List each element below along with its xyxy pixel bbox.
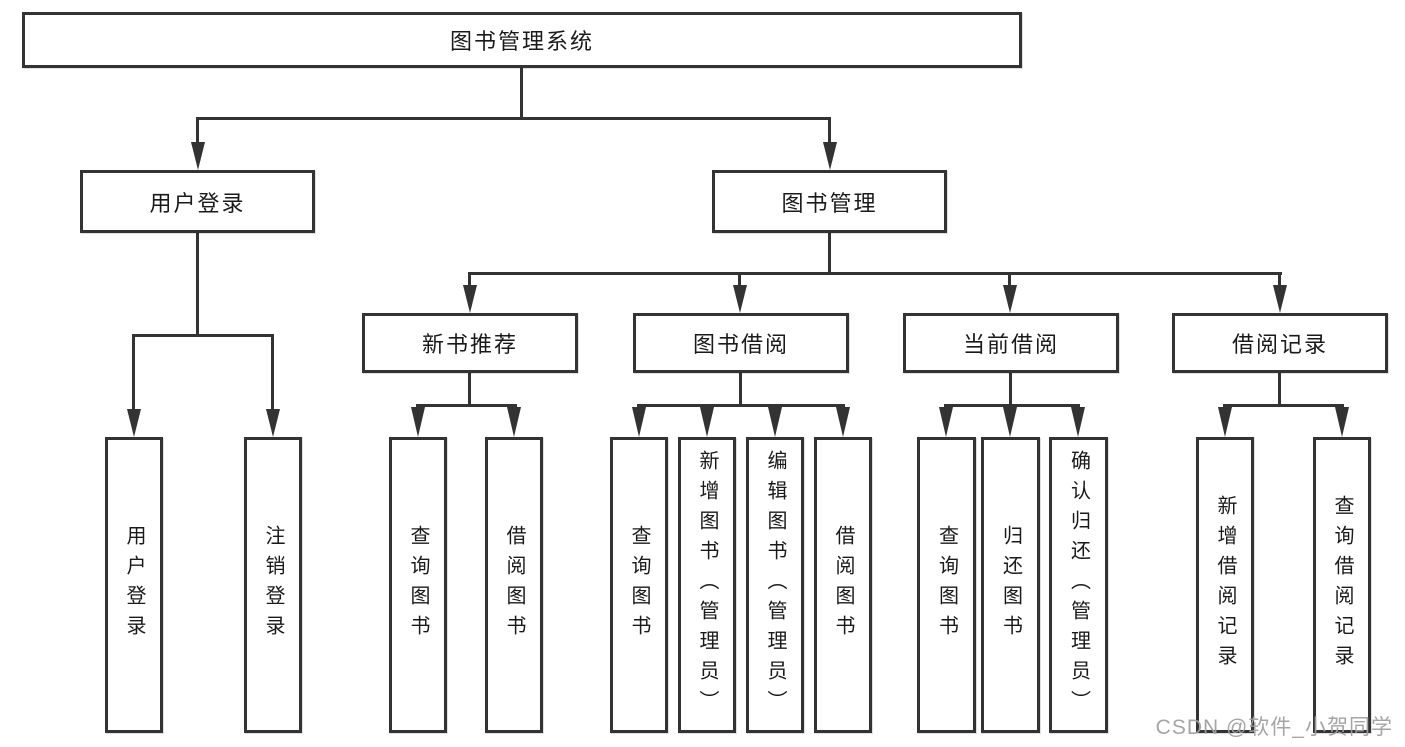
arrowhead-down-icon — [823, 142, 837, 170]
leaf-rec-add-borrow-record-label: 新增借阅记录 — [1214, 495, 1236, 675]
arrowhead-down-icon — [1273, 285, 1287, 313]
arrowhead-down-icon — [1003, 285, 1017, 313]
arrowhead-down-icon — [1071, 407, 1085, 437]
arrowhead-down-icon — [700, 407, 714, 437]
node-current-borrow-label: 当前借阅 — [962, 332, 1059, 357]
arrowhead-down-icon — [632, 407, 646, 437]
leaf-user-login: 用户登录 — [105, 437, 163, 733]
connector-borrow-bar — [637, 404, 845, 407]
leaf-bw-edit-books-admin-label: 编辑图书（管理员） — [764, 450, 786, 720]
arrowhead-down-icon — [768, 407, 782, 437]
connector-level3-drop-3 — [1008, 272, 1011, 288]
connector-userlogin-drop-right — [271, 334, 274, 410]
leaf-nb-query-books: 查询图书 — [389, 437, 447, 733]
connector-current-stem — [1009, 372, 1012, 407]
connector-records-stem — [1278, 372, 1281, 407]
connector-level2-stem-left — [196, 117, 199, 146]
node-borrow-records-label: 借阅记录 — [1231, 332, 1328, 357]
connector-bookmgmt-stem — [828, 233, 831, 274]
arrowhead-down-icon — [127, 409, 141, 437]
arrowhead-down-icon — [507, 407, 521, 437]
connector-userlogin-stem — [196, 233, 199, 337]
arrowhead-down-icon — [836, 407, 850, 437]
connector-userlogin-drop-left — [132, 334, 135, 410]
leaf-bw-query-books-label: 查询图书 — [628, 525, 650, 645]
leaf-bw-edit-books-admin: 编辑图书（管理员） — [746, 437, 804, 733]
leaf-bw-add-books-admin-label: 新增图书（管理员） — [696, 450, 718, 720]
node-user-login: 用户登录 — [80, 170, 315, 233]
leaf-bw-borrow-books-label: 借阅图书 — [832, 525, 854, 645]
leaf-bw-borrow-books: 借阅图书 — [814, 437, 872, 733]
node-borrow-records: 借阅记录 — [1172, 313, 1388, 373]
connector-root-stem — [520, 68, 523, 119]
node-root-label: 图书管理系统 — [449, 29, 594, 54]
node-book-management-label: 图书管理 — [781, 190, 878, 216]
leaf-cur-query-books: 查询图书 — [917, 437, 976, 733]
connector-borrow-stem — [739, 372, 742, 407]
leaf-cur-confirm-return-admin: 确认归还（管理员） — [1049, 437, 1108, 733]
leaf-nb-query-books-label: 查询图书 — [407, 525, 429, 645]
node-user-login-label: 用户登录 — [149, 190, 246, 216]
connector-userlogin-bar — [132, 334, 274, 337]
leaf-cur-query-books-label: 查询图书 — [935, 525, 958, 645]
connector-level3-drop-1 — [468, 272, 471, 288]
arrowhead-down-icon — [191, 142, 205, 170]
arrowhead-down-icon — [733, 285, 747, 313]
arrowhead-down-icon — [939, 407, 953, 437]
leaf-rec-query-borrow-record: 查询借阅记录 — [1313, 437, 1371, 733]
leaf-nb-borrow-books: 借阅图书 — [485, 437, 543, 733]
arrowhead-down-icon — [463, 285, 477, 313]
arrowhead-down-icon — [1335, 407, 1349, 437]
leaf-cur-return-books: 归还图书 — [981, 437, 1040, 733]
connector-level3-bar — [468, 272, 1282, 275]
leaf-nb-borrow-books-label: 借阅图书 — [503, 525, 525, 645]
connector-newbook-stem — [468, 372, 471, 407]
connector-level2-bar — [197, 117, 831, 120]
node-new-book-recommend-label: 新书推荐 — [421, 332, 518, 357]
leaf-bw-query-books: 查询图书 — [610, 437, 668, 733]
connector-current-bar — [944, 404, 1080, 407]
node-book-borrow: 图书借阅 — [633, 313, 849, 373]
node-new-book-recommend: 新书推荐 — [362, 313, 578, 373]
node-book-management: 图书管理 — [712, 170, 947, 233]
connector-newbook-bar — [416, 404, 517, 407]
leaf-logout-login: 注销登录 — [244, 437, 302, 733]
leaf-rec-query-borrow-record-label: 查询借阅记录 — [1331, 495, 1353, 675]
connector-level3-drop-2 — [738, 272, 741, 288]
arrowhead-down-icon — [1218, 407, 1232, 437]
node-root-system: 图书管理系统 — [22, 12, 1022, 68]
node-current-borrow: 当前借阅 — [903, 313, 1119, 373]
leaf-user-login-label: 用户登录 — [123, 525, 145, 645]
leaf-rec-add-borrow-record: 新增借阅记录 — [1196, 437, 1254, 733]
arrowhead-down-icon — [1003, 407, 1017, 437]
leaf-cur-return-books-label: 归还图书 — [999, 525, 1022, 645]
arrowhead-down-icon — [411, 407, 425, 437]
connector-level2-stem-right — [828, 117, 831, 146]
leaf-bw-add-books-admin: 新增图书（管理员） — [678, 437, 736, 733]
node-book-borrow-label: 图书借阅 — [692, 332, 789, 357]
leaf-logout-login-label: 注销登录 — [262, 525, 284, 645]
connector-records-bar — [1223, 404, 1344, 407]
leaf-cur-confirm-return-admin-label: 确认归还（管理员） — [1067, 450, 1090, 720]
csdn-watermark: CSDN @软件_小贺同学 — [1155, 716, 1393, 739]
arrowhead-down-icon — [266, 409, 280, 437]
connector-level3-drop-4 — [1278, 272, 1281, 288]
